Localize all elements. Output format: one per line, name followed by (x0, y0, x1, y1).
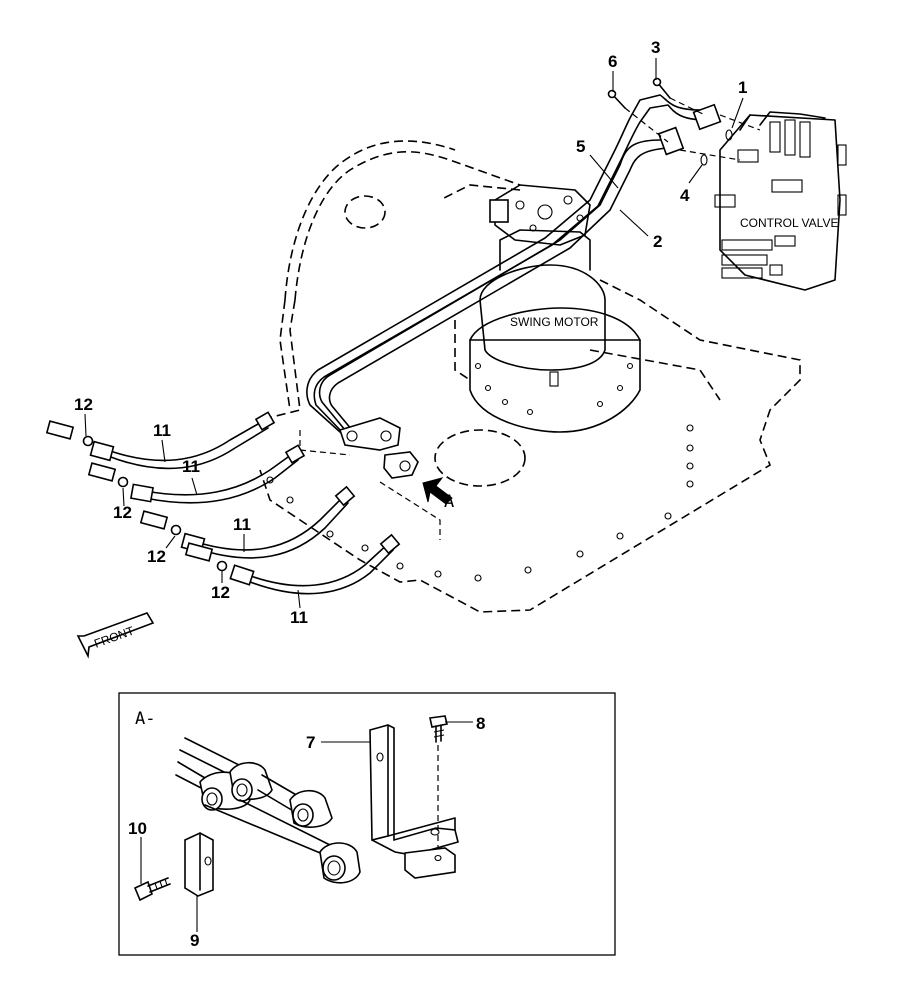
pipes-2-5 (306, 94, 722, 436)
swing-motor: SWING MOTOR (469, 184, 641, 433)
callout-numbers: 1 2 3 4 5 6 12 11 11 12 11 12 12 11 (74, 38, 747, 627)
callout-1: 1 (738, 78, 747, 97)
callout-11-c: 11 (233, 515, 251, 534)
callout-6: 6 (608, 52, 617, 71)
view-a-arrow: A (422, 477, 454, 512)
detail-a-inset: A- (118, 692, 616, 956)
detail-a-label: A- (135, 709, 155, 729)
callout-leaders (84, 58, 744, 609)
callout-11-a: 11 (153, 421, 171, 440)
callout-10: 10 (128, 819, 147, 838)
hoses-11 (89, 411, 401, 595)
callout-11-d: 11 (290, 608, 308, 627)
frame-holes (266, 424, 694, 582)
upper-frame-outline (259, 140, 801, 613)
callout-9: 9 (190, 931, 199, 950)
callout-4: 4 (680, 186, 690, 205)
control-valve-label: CONTROL VALVE (740, 216, 838, 230)
callout-12-d: 12 (211, 583, 230, 602)
front-arrow: FRONT (76, 612, 155, 659)
control-valve: CONTROL VALVE (714, 111, 847, 291)
fittings-12 (45, 420, 228, 572)
callout-12-c: 12 (147, 547, 166, 566)
pipe-clamp-block (299, 417, 441, 540)
callout-11-b: 11 (182, 457, 200, 476)
callout-3: 3 (651, 38, 660, 57)
view-a-label: A (444, 492, 454, 512)
callout-7: 7 (306, 733, 315, 752)
callout-2: 2 (653, 232, 662, 251)
callout-12-b: 12 (113, 503, 132, 522)
callout-8: 8 (476, 714, 485, 733)
small-parts-top (607, 77, 761, 166)
callout-12-a: 12 (74, 395, 93, 414)
callout-5: 5 (576, 137, 585, 156)
swing-motor-label: SWING MOTOR (510, 315, 599, 329)
